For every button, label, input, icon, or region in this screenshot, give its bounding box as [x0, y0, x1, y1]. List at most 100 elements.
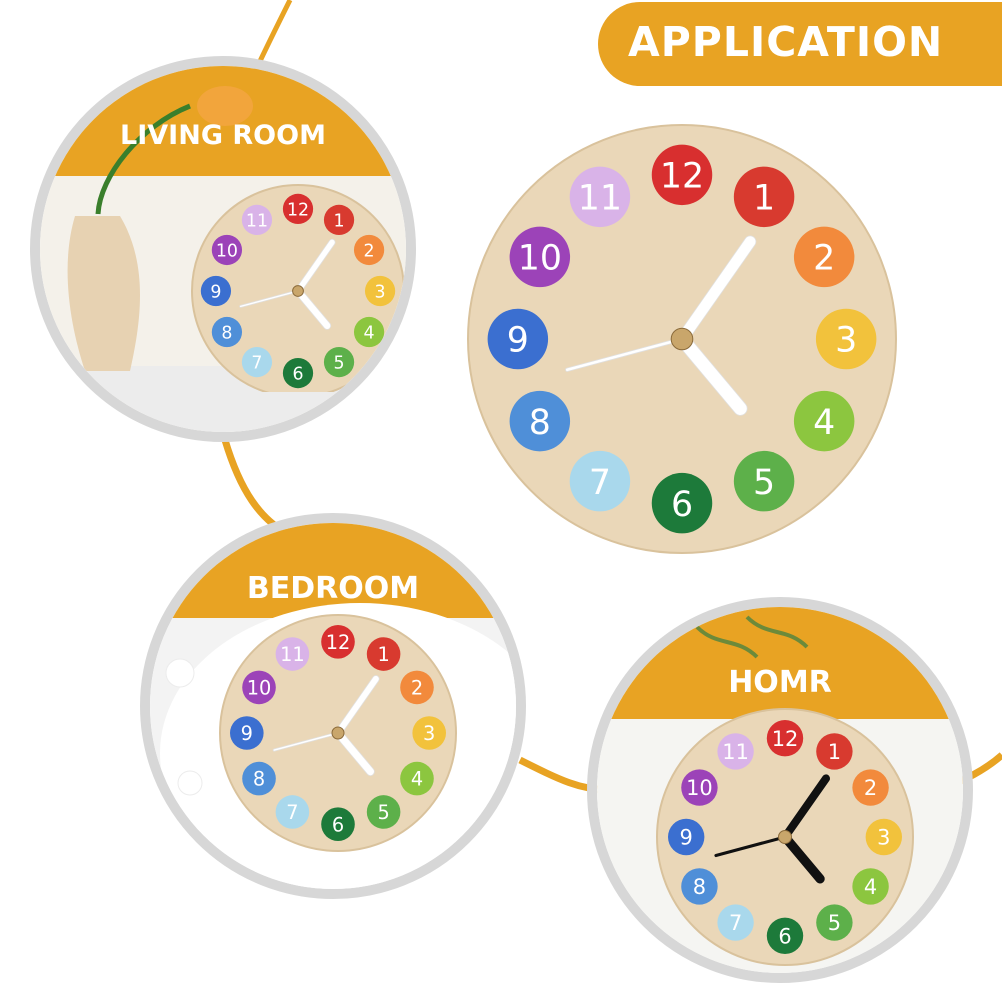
bedroom-label: BEDROOM [246, 571, 420, 606]
svg-text:5: 5 [828, 911, 841, 935]
hour-marker-12: 12 [651, 144, 713, 206]
second-hand [273, 732, 339, 751]
hour-marker-11: 11 [569, 166, 631, 228]
hour-marker-3: 3 [865, 818, 902, 856]
hour-marker-9: 9 [487, 308, 549, 370]
svg-text:1: 1 [753, 179, 775, 219]
hour-marker-7: 7 [569, 450, 631, 512]
svg-text:6: 6 [292, 364, 303, 384]
svg-text:12: 12 [660, 157, 704, 197]
clock-hub [331, 726, 345, 740]
svg-text:10: 10 [216, 241, 238, 261]
svg-text:7: 7 [729, 911, 742, 935]
svg-text:12: 12 [772, 727, 799, 751]
clock-hub [292, 285, 304, 297]
hour-marker-11: 11 [275, 637, 310, 671]
minute-hand [335, 675, 379, 736]
hour-marker-2: 2 [400, 670, 434, 705]
svg-text:5: 5 [377, 801, 389, 824]
minute-hand [781, 775, 830, 841]
hour-marker-3: 3 [412, 716, 446, 750]
hour-marker-5: 5 [733, 450, 795, 512]
hour-marker-10: 10 [242, 670, 276, 705]
hour-marker-6: 6 [651, 472, 713, 534]
hour-marker-1: 1 [366, 637, 401, 671]
page-title: APPLICATION [628, 18, 944, 66]
hour-marker-12: 12 [282, 193, 314, 225]
hour-marker-6: 6 [321, 807, 355, 841]
svg-text:3: 3 [835, 321, 857, 361]
svg-text:11: 11 [578, 179, 622, 219]
svg-text:2: 2 [364, 241, 375, 261]
hour-marker-7: 7 [275, 795, 310, 829]
main-clock: 12 12 3 45 6 78 9 10 11 [467, 124, 897, 554]
svg-text:2: 2 [813, 239, 835, 279]
application-badge: APPLICATION [598, 2, 1002, 86]
hour-marker-12: 12 [321, 625, 355, 659]
svg-text:4: 4 [411, 768, 423, 791]
second-hand [565, 337, 684, 372]
svg-text:6: 6 [778, 924, 791, 948]
svg-text:6: 6 [671, 485, 693, 525]
hour-marker-8: 8 [211, 316, 243, 348]
hour-marker-2: 2 [793, 226, 855, 288]
hour-marker-7: 7 [241, 346, 273, 378]
clock-hub [778, 830, 792, 844]
hour-marker-4: 4 [400, 761, 434, 796]
svg-text:7: 7 [589, 463, 611, 503]
hour-marker-8: 8 [242, 761, 276, 796]
hour-marker-7: 7 [717, 904, 754, 941]
svg-text:4: 4 [364, 323, 375, 343]
home-label: HOMR [728, 665, 832, 700]
hour-marker-4: 4 [852, 868, 889, 905]
hour-marker-3: 3 [364, 275, 396, 307]
hour-marker-1: 1 [323, 204, 355, 236]
hour-marker-2: 2 [353, 234, 385, 266]
hour-marker-10: 10 [211, 234, 243, 266]
svg-text:9: 9 [241, 722, 253, 745]
second-hand [239, 290, 299, 308]
hour-marker-11: 11 [717, 733, 754, 770]
hour-marker-1: 1 [733, 166, 795, 228]
svg-text:4: 4 [813, 403, 835, 443]
clock-hub [670, 327, 694, 351]
svg-text:3: 3 [877, 826, 890, 850]
svg-text:6: 6 [332, 813, 344, 836]
svg-text:11: 11 [722, 740, 749, 764]
svg-text:10: 10 [518, 239, 562, 279]
svg-text:9: 9 [507, 321, 529, 361]
hour-marker-6: 6 [766, 917, 804, 954]
hour-marker-5: 5 [816, 904, 853, 941]
svg-text:2: 2 [411, 676, 423, 699]
hour-marker-9: 9 [668, 818, 705, 856]
hour-marker-4: 4 [353, 316, 385, 348]
svg-text:3: 3 [423, 722, 435, 745]
svg-text:8: 8 [529, 403, 551, 443]
hour-hand [675, 332, 747, 415]
hour-marker-10: 10 [681, 769, 718, 806]
svg-text:1: 1 [334, 211, 345, 231]
second-hand [715, 836, 786, 857]
hour-marker-1: 1 [816, 733, 853, 770]
hour-marker-11: 11 [241, 204, 273, 236]
hour-marker-2: 2 [852, 769, 889, 806]
svg-text:4: 4 [864, 875, 877, 899]
svg-text:8: 8 [221, 323, 232, 343]
svg-text:11: 11 [246, 211, 268, 231]
hour-hand [294, 287, 331, 329]
hour-marker-5: 5 [366, 795, 401, 829]
hour-marker-8: 8 [509, 390, 571, 452]
minute-hand [676, 236, 756, 345]
svg-text:5: 5 [753, 463, 775, 503]
svg-text:8: 8 [693, 875, 706, 899]
hour-marker-8: 8 [681, 868, 718, 905]
living-room-label: LIVING ROOM [120, 120, 326, 151]
hour-marker-10: 10 [509, 226, 571, 288]
svg-text:1: 1 [828, 740, 841, 764]
